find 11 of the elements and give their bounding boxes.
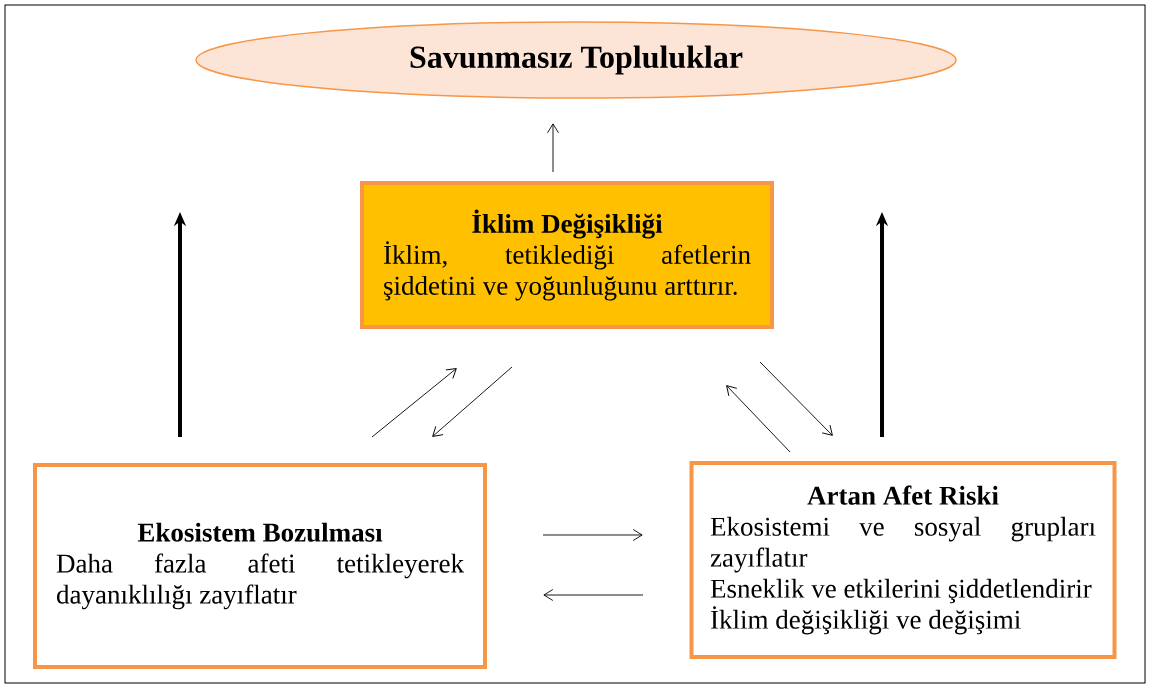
arrow	[543, 589, 644, 601]
process-box: İklim Değişikliği İklim, tetiklediği afetlerin şiddetini ve yoğunluğunu arttırır.	[360, 181, 774, 329]
process-box: Artan Afet Riski Ekosistemi ve sosyal grupları zayıflatır Esneklik ve etkilerini şiddetlendirir İklim değişikliği ve değişimi	[689, 461, 1117, 659]
arrow	[759, 361, 833, 436]
ellipse-node: Savunmasız Topluluklar	[195, 21, 957, 99]
arrow	[371, 368, 457, 438]
arrow	[547, 123, 559, 173]
arrow	[726, 385, 791, 453]
arrow	[432, 366, 513, 437]
process-box: Ekosistem Bozulması Daha fazla afeti tetikleyerek dayanıklılığı zayıflatır	[33, 463, 487, 669]
arrow	[542, 529, 643, 541]
